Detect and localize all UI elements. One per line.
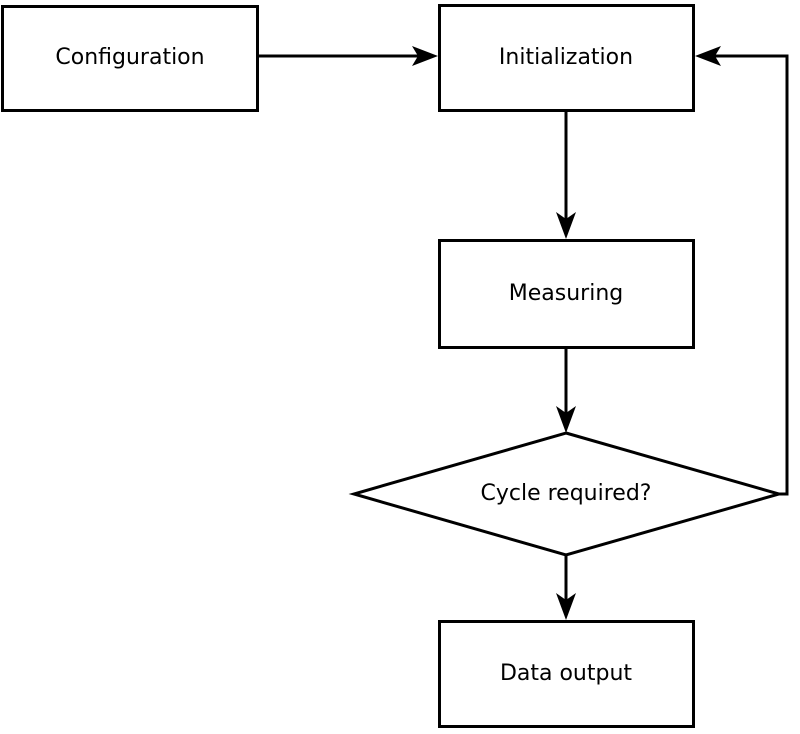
node-shape[interactable]: [348, 431, 785, 557]
node-configuration[interactable]: Configuration: [1, 5, 259, 112]
node-cycle-required[interactable]: Cycle required?: [348, 431, 785, 557]
node-label: Configuration: [55, 45, 204, 70]
node-initialization[interactable]: Initialization: [438, 4, 695, 112]
node-label: Measuring: [509, 281, 623, 306]
node-shape[interactable]: [438, 4, 695, 112]
node-label: Data output: [500, 661, 632, 686]
node-shape[interactable]: [438, 620, 695, 728]
node-data-output[interactable]: Data output: [438, 620, 695, 728]
arrow-head-icon: [556, 212, 576, 239]
arrow-head-icon: [695, 46, 721, 66]
edge-line: [709, 54, 789, 496]
arrow-head-icon: [556, 406, 576, 433]
edge-initialization-to-measuring: [556, 112, 576, 239]
node-measuring[interactable]: Measuring: [438, 239, 695, 349]
node-shape[interactable]: [438, 239, 695, 349]
arrow-head-icon: [556, 593, 576, 620]
edge-cycle-required-to-initialization-feedback: [695, 46, 789, 496]
edge-measuring-to-cycle-required: [556, 349, 576, 433]
node-label: Cycle required?: [481, 481, 652, 506]
arrow-head-icon: [412, 46, 438, 66]
node-shape[interactable]: [1, 5, 259, 112]
edge-configuration-to-initialization: [259, 46, 438, 66]
edge-cycle-required-to-data-output: [556, 555, 576, 620]
node-label: Initialization: [499, 45, 633, 70]
